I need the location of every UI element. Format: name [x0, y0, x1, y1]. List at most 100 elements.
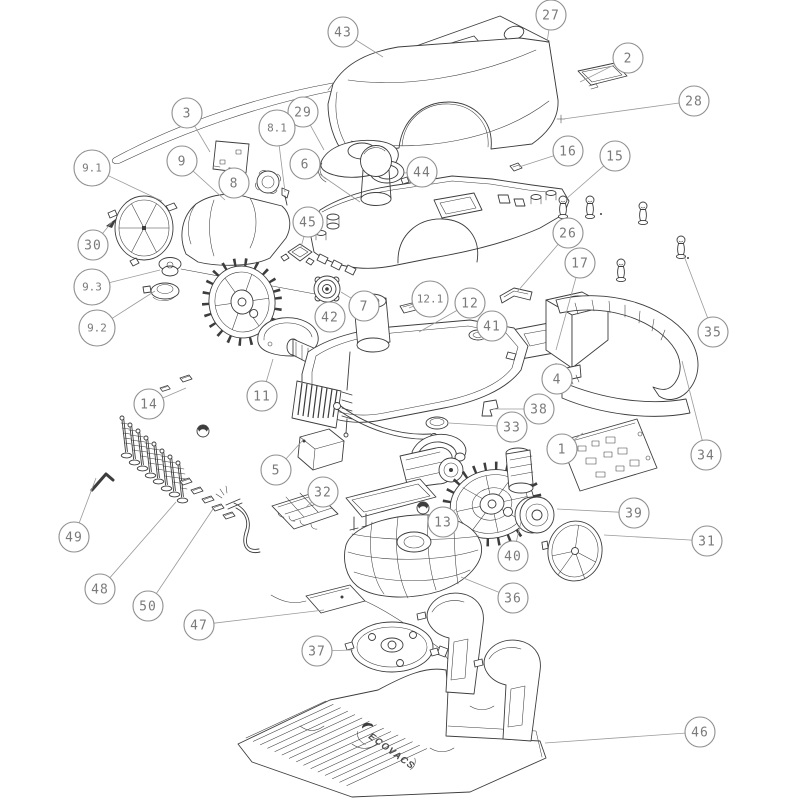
balloon-number-5: 5 [272, 463, 281, 478]
callout-29: 29 [287, 96, 325, 151]
callout-30: 30 [77, 221, 113, 261]
parts-artwork: ECOVACS [90, 15, 699, 798]
balloon-circle-7 [348, 290, 380, 322]
upper-deck [309, 175, 570, 276]
antenna-rod [281, 187, 290, 206]
balloon-number-29: 29 [294, 105, 312, 120]
callout-39: 39 [556, 497, 650, 529]
balloon-circle-31 [691, 525, 723, 557]
balloon-number-13: 13 [434, 515, 452, 530]
station-rear-arm [416, 592, 484, 695]
balloon-number-8.1: 8.1 [267, 122, 287, 135]
power-adapter [270, 584, 450, 662]
leader-line-12 [418, 310, 458, 333]
long-screw-set [119, 415, 189, 504]
oval-grommet [425, 416, 449, 430]
balloon-number-50: 50 [139, 599, 157, 614]
balloon-number-48: 48 [91, 582, 109, 597]
callout-5: 5 [260, 439, 304, 486]
callout-46: 46 [544, 716, 716, 748]
underbody-cover [344, 514, 483, 599]
balloon-number-12.1: 12.1 [417, 293, 444, 306]
impeller-motor [255, 170, 281, 194]
balloon-circle-17 [564, 247, 596, 279]
rubber-dome [416, 501, 430, 515]
balloon-circle-47 [183, 609, 215, 641]
balloon-number-12: 12 [461, 296, 479, 311]
balloon-number-40: 40 [504, 549, 522, 564]
balloon-number-44: 44 [413, 165, 431, 180]
balloon-circle-8.1 [258, 109, 296, 147]
callout-9.1: 9.1 [73, 149, 163, 202]
main-pcb [559, 418, 658, 492]
balloon-number-11: 11 [253, 389, 271, 404]
callout-3: 3 [171, 97, 211, 153]
balloon-number-9.2: 9.2 [87, 322, 107, 335]
balloon-circle-36 [497, 582, 529, 614]
balloon-circle-12 [454, 287, 486, 319]
callout-14: 14 [133, 387, 187, 420]
balloon-circle-40 [497, 540, 529, 572]
callout-45: 45 [292, 206, 324, 248]
cutting-disc [344, 621, 440, 673]
wheel-cap-disc [541, 520, 603, 582]
callout-27: 27 [535, 0, 567, 44]
leader-line-43 [355, 39, 384, 58]
leader-line-1 [573, 432, 584, 441]
callout-38: 38 [493, 393, 555, 425]
callout-28: 28 [562, 85, 710, 120]
balloon-number-8: 8 [230, 176, 239, 191]
callout-17: 17 [555, 247, 596, 351]
balloon-circle-8 [218, 167, 250, 199]
spool-retainer [142, 282, 180, 302]
callout-7: 7 [340, 290, 380, 322]
callout-11: 11 [246, 358, 278, 412]
hook-tool [215, 485, 261, 554]
balloon-circle-3 [171, 97, 203, 129]
callout-12: 12 [418, 287, 486, 333]
balloon-number-15: 15 [606, 149, 624, 164]
callout-8: 8 [218, 167, 250, 199]
balloon-circle-38 [523, 393, 555, 425]
callout-36: 36 [460, 576, 529, 614]
callout-35: 35 [683, 255, 729, 348]
balloon-circle-9.2 [78, 309, 116, 347]
callout-40: 40 [497, 521, 529, 572]
balloon-circle-44 [406, 156, 438, 188]
callout-42: 42 [314, 301, 346, 333]
balloon-circle-46 [684, 716, 716, 748]
leader-line-28 [562, 102, 680, 120]
hood-cover [111, 37, 566, 164]
balloon-circle-29 [287, 96, 319, 128]
balloon-number-4: 4 [553, 372, 562, 387]
balloon-circle-9.3 [73, 268, 111, 306]
hex-key [90, 472, 115, 492]
balloon-circle-1 [546, 433, 578, 465]
callout-41: 41 [476, 310, 508, 342]
callout-47: 47 [183, 609, 325, 641]
leader-line-31 [603, 534, 693, 541]
blade-gearmotor [399, 447, 464, 489]
balloon-circle-2 [612, 42, 644, 74]
leader-line-9.1 [108, 175, 163, 202]
callout-8.1: 8.1 [258, 109, 296, 193]
clip-pair [159, 374, 193, 392]
balloon-number-26: 26 [559, 226, 577, 241]
spiked-wheel-left [201, 258, 283, 346]
callout-16: 16 [518, 135, 584, 168]
leader-line-40 [516, 521, 522, 542]
leader-line-50 [156, 508, 214, 594]
balloon-number-9: 9 [178, 154, 187, 169]
callout-12.1: 12.1 [408, 280, 449, 318]
leader-line-3 [194, 125, 211, 153]
leader-line-13 [453, 508, 457, 512]
balloon-number-36: 36 [504, 591, 522, 606]
balloon-number-41: 41 [483, 319, 501, 334]
balloon-number-7: 7 [360, 299, 369, 314]
balloon-number-35: 35 [704, 325, 722, 340]
leader-line-35 [683, 255, 709, 319]
charging-station: ECOVACS [237, 592, 547, 798]
callout-48: 48 [84, 501, 177, 605]
